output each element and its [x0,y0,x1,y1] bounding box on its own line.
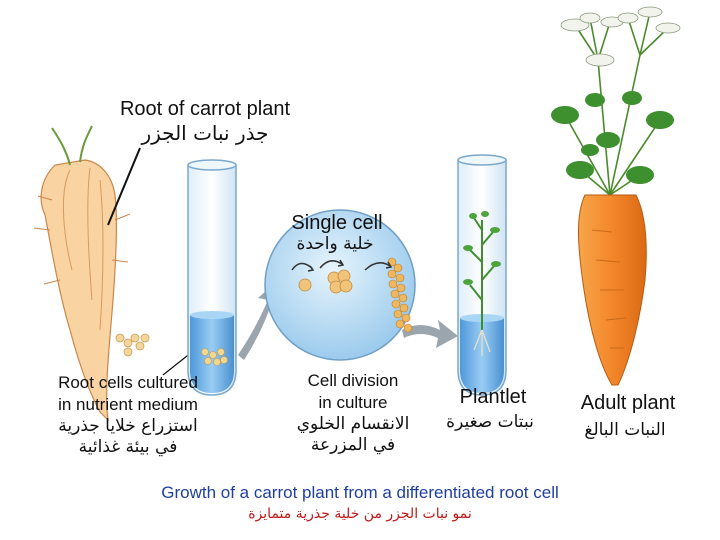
adult-plant-label-en: Adult plant [558,392,698,415]
test-tube-plantlet [458,155,506,395]
caption-ar: نمو نبات الجزر من خلية جذرية متمايزة [0,506,720,522]
cell-division-label-en-2: in culture [288,393,418,413]
plantlet-label-en: Plantlet [438,386,548,409]
root-of-carrot-label-ar: جذر نبات الجزر [110,121,300,145]
root-cells-label-ar-1: استزراع خلايا جذرية [28,416,228,436]
arrow-2 [402,320,458,348]
root-cells-label-en-1: Root cells cultured [28,373,228,393]
single-cell-label-en: Single cell [272,212,402,235]
root-cells-label-en-2: in nutrient medium [28,395,228,415]
root-cells-label-ar-2: في بيئة غذائية [28,437,228,457]
adult-plant-label-ar: النبات البالغ [565,420,685,440]
cell-division-label-ar-2: في المزرعة [288,435,418,455]
cell-division-label-ar-1: الانقسام الخلوي [288,414,418,434]
loose-cells [116,334,149,356]
root-of-carrot-label-en: Root of carrot plant [90,98,320,121]
caption-en: Growth of a carrot plant from a differen… [0,483,720,503]
adult-carrot-plant [551,7,680,385]
test-tube-culture [188,160,236,395]
plantlet-label-ar: نبتات صغيرة [430,412,550,432]
cell-division-label-en-1: Cell division [288,371,418,391]
single-cell-label-ar: خلية واحدة [280,234,390,254]
